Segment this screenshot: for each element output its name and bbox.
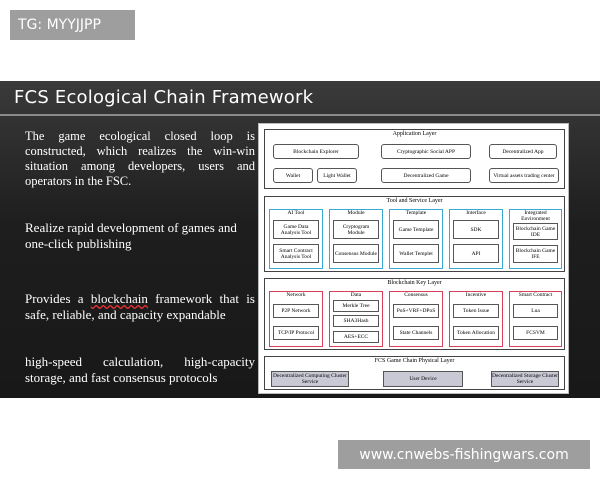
app-decentralized-app: Decentralized App	[489, 144, 557, 159]
app-cryptographic-social: Cryptographic Social APP	[381, 144, 471, 159]
tool-sdk: SDK	[453, 220, 499, 239]
tool-col-template: Template Game Template Wallet Templet	[389, 209, 443, 269]
bullet-closed-loop: The game ecological closed loop is const…	[25, 129, 255, 188]
tool-col-module-title: Module	[347, 210, 365, 216]
key-token-allocation: Token Allocation	[453, 326, 499, 340]
key-tcpip-protocol: TCP/IP Protocol	[273, 326, 319, 340]
bullet-high-speed: high-speed calculation, high-capacity st…	[25, 354, 255, 385]
bullet-framework-underlined: blockchain	[90, 291, 148, 306]
tool-consensus-module: Consensus Module	[333, 244, 379, 263]
slide: FCS Ecological Chain Framework The game …	[0, 81, 600, 398]
bullet-framework-pre: Provides a	[25, 291, 91, 306]
application-layer: Application Layer Blockchain Explorer Cr…	[264, 129, 565, 189]
key-p2p-network: P2P Network	[273, 304, 319, 318]
key-col-incentive-title: Incentive	[465, 292, 487, 298]
tg-tag: TG: MYYJJPP	[10, 10, 135, 40]
tool-col-integrated-env: Integrated Environment Blockchain Game I…	[509, 209, 562, 269]
app-blockchain-explorer: Blockchain Explorer	[273, 144, 359, 159]
app-light-wallet: Light Wallet	[317, 168, 357, 183]
physical-layer: FCS Game Chain Physical Layer Decentrali…	[264, 356, 565, 390]
key-col-consensus: Consensus PoS+VRF+DPoS State Channels	[389, 291, 443, 347]
tool-cryptogram-module: Cryptogram Module	[333, 220, 379, 239]
key-col-smart-contract: Smart Contract Lua FCSVM	[509, 291, 562, 347]
key-pos-vrf-dpos: PoS+VRF+DPoS	[393, 304, 439, 318]
tool-col-integrated-env-title: Integrated Environment	[521, 210, 550, 222]
phys-user-device: User Device	[383, 371, 463, 387]
application-layer-title: Application Layer	[392, 131, 437, 137]
tool-col-ai-title: AI Tool	[287, 210, 305, 216]
key-sha3hash: SHA3Hash	[333, 315, 379, 327]
tool-blockchain-game-ife: Blockchain Game IFE	[513, 245, 558, 263]
title-divider	[0, 114, 600, 116]
key-token-issue: Token Issue	[453, 304, 499, 318]
key-lua: Lua	[513, 304, 558, 318]
bullet-framework-post: framework that is safe, reliable, and ca…	[25, 291, 255, 322]
tool-api: API	[453, 244, 499, 263]
slide-title: FCS Ecological Chain Framework	[14, 87, 314, 108]
tool-service-layer: Tool and Service Layer AI Tool Game Data…	[264, 196, 565, 272]
key-col-incentive: Incentive Token Issue Token Allocation	[449, 291, 503, 347]
app-virtual-assets-trading: Virtual assets trading center	[489, 168, 559, 183]
tool-game-data-analysis: Game Data Analysis Tool	[273, 220, 319, 239]
tool-blockchain-game-ide: Blockchain Game IDE	[513, 223, 558, 240]
tool-wallet-templet: Wallet Templet	[393, 244, 439, 263]
blockchain-key-layer-title: Blockchain Key Layer	[387, 280, 442, 286]
key-aes-ecc: AES+ECC	[333, 331, 379, 343]
architecture-diagram: Application Layer Blockchain Explorer Cr…	[258, 123, 569, 394]
phys-decentralized-computing: Decentralized Computing Cluster Service	[271, 371, 349, 387]
key-col-smart-contract-title: Smart Contract	[518, 292, 553, 298]
key-state-channels: State Channels	[393, 326, 439, 340]
phys-decentralized-storage: Decentralized Storage Cluster Service	[491, 371, 559, 387]
key-col-data-title: Data	[350, 292, 362, 298]
key-col-data: Data Merkle Tree SHA3Hash AES+ECC	[329, 291, 383, 347]
tool-col-ai: AI Tool Game Data Analysis Tool Smart Co…	[269, 209, 323, 269]
physical-layer-title: FCS Game Chain Physical Layer	[374, 358, 455, 364]
tool-game-template: Game Template	[393, 220, 439, 239]
key-col-network-title: Network	[286, 292, 306, 298]
app-decentralized-game: Decentralized Game	[381, 168, 471, 183]
tool-col-interface-title: Interface	[466, 210, 486, 216]
tool-col-interface: Interface SDK API	[449, 209, 503, 269]
tool-col-module: Module Cryptogram Module Consensus Modul…	[329, 209, 383, 269]
tool-smart-contract-analysis: Smart Contract Analysis Tool	[273, 244, 319, 263]
tool-service-layer-title: Tool and Service Layer	[386, 198, 443, 204]
key-col-network: Network P2P Network TCP/IP Protocol	[269, 291, 323, 347]
site-watermark: www.cnwebs-fishingwars.com	[338, 440, 590, 469]
key-fcsvm: FCSVM	[513, 326, 558, 340]
tool-col-template-title: Template	[405, 210, 427, 216]
bullet-framework: Provides a blockchain framework that is …	[25, 291, 255, 323]
blockchain-key-layer: Blockchain Key Layer Network P2P Network…	[264, 278, 565, 350]
app-wallet: Wallet	[273, 168, 313, 183]
key-merkle-tree: Merkle Tree	[333, 300, 379, 312]
key-col-consensus-title: Consensus	[404, 292, 428, 298]
bullet-rapid-development: Realize rapid development of games and o…	[25, 220, 237, 251]
